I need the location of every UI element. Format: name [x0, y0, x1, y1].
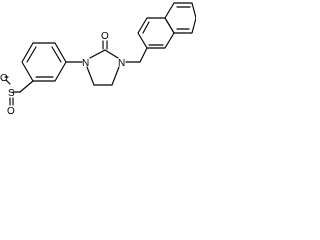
atom-n-urea-right: N	[118, 58, 125, 69]
bond-n1-ch2	[86, 66, 95, 86]
atom-n-urea-left: N	[82, 58, 89, 69]
atom-s-sulfonyl: S	[8, 88, 15, 99]
benzene-inner-bond-2	[51, 46, 62, 63]
bond-s-ring	[19, 80, 34, 93]
benzene-ring	[21, 42, 67, 82]
bond-c-top-n3	[104, 49, 119, 59]
atom-o-sulfonyl-bottom: O	[7, 106, 15, 117]
bond-ch2-n3	[111, 66, 120, 86]
atom-o-carbonyl: O	[101, 31, 109, 42]
structure-canvas: O S O N N O	[0, 0, 197, 126]
naphthalene-inner-bond-1	[142, 21, 150, 34]
benzene-inner-bond-3	[26, 46, 37, 63]
atom-o-sulfonyl-left: O	[0, 73, 8, 84]
bond-n1-c-top	[89, 49, 106, 59]
bond-ch2-naphthalene	[139, 47, 148, 63]
molecule-structure: O S O N N O	[0, 2, 197, 117]
bond-s-o-left-double	[5, 79, 11, 85]
